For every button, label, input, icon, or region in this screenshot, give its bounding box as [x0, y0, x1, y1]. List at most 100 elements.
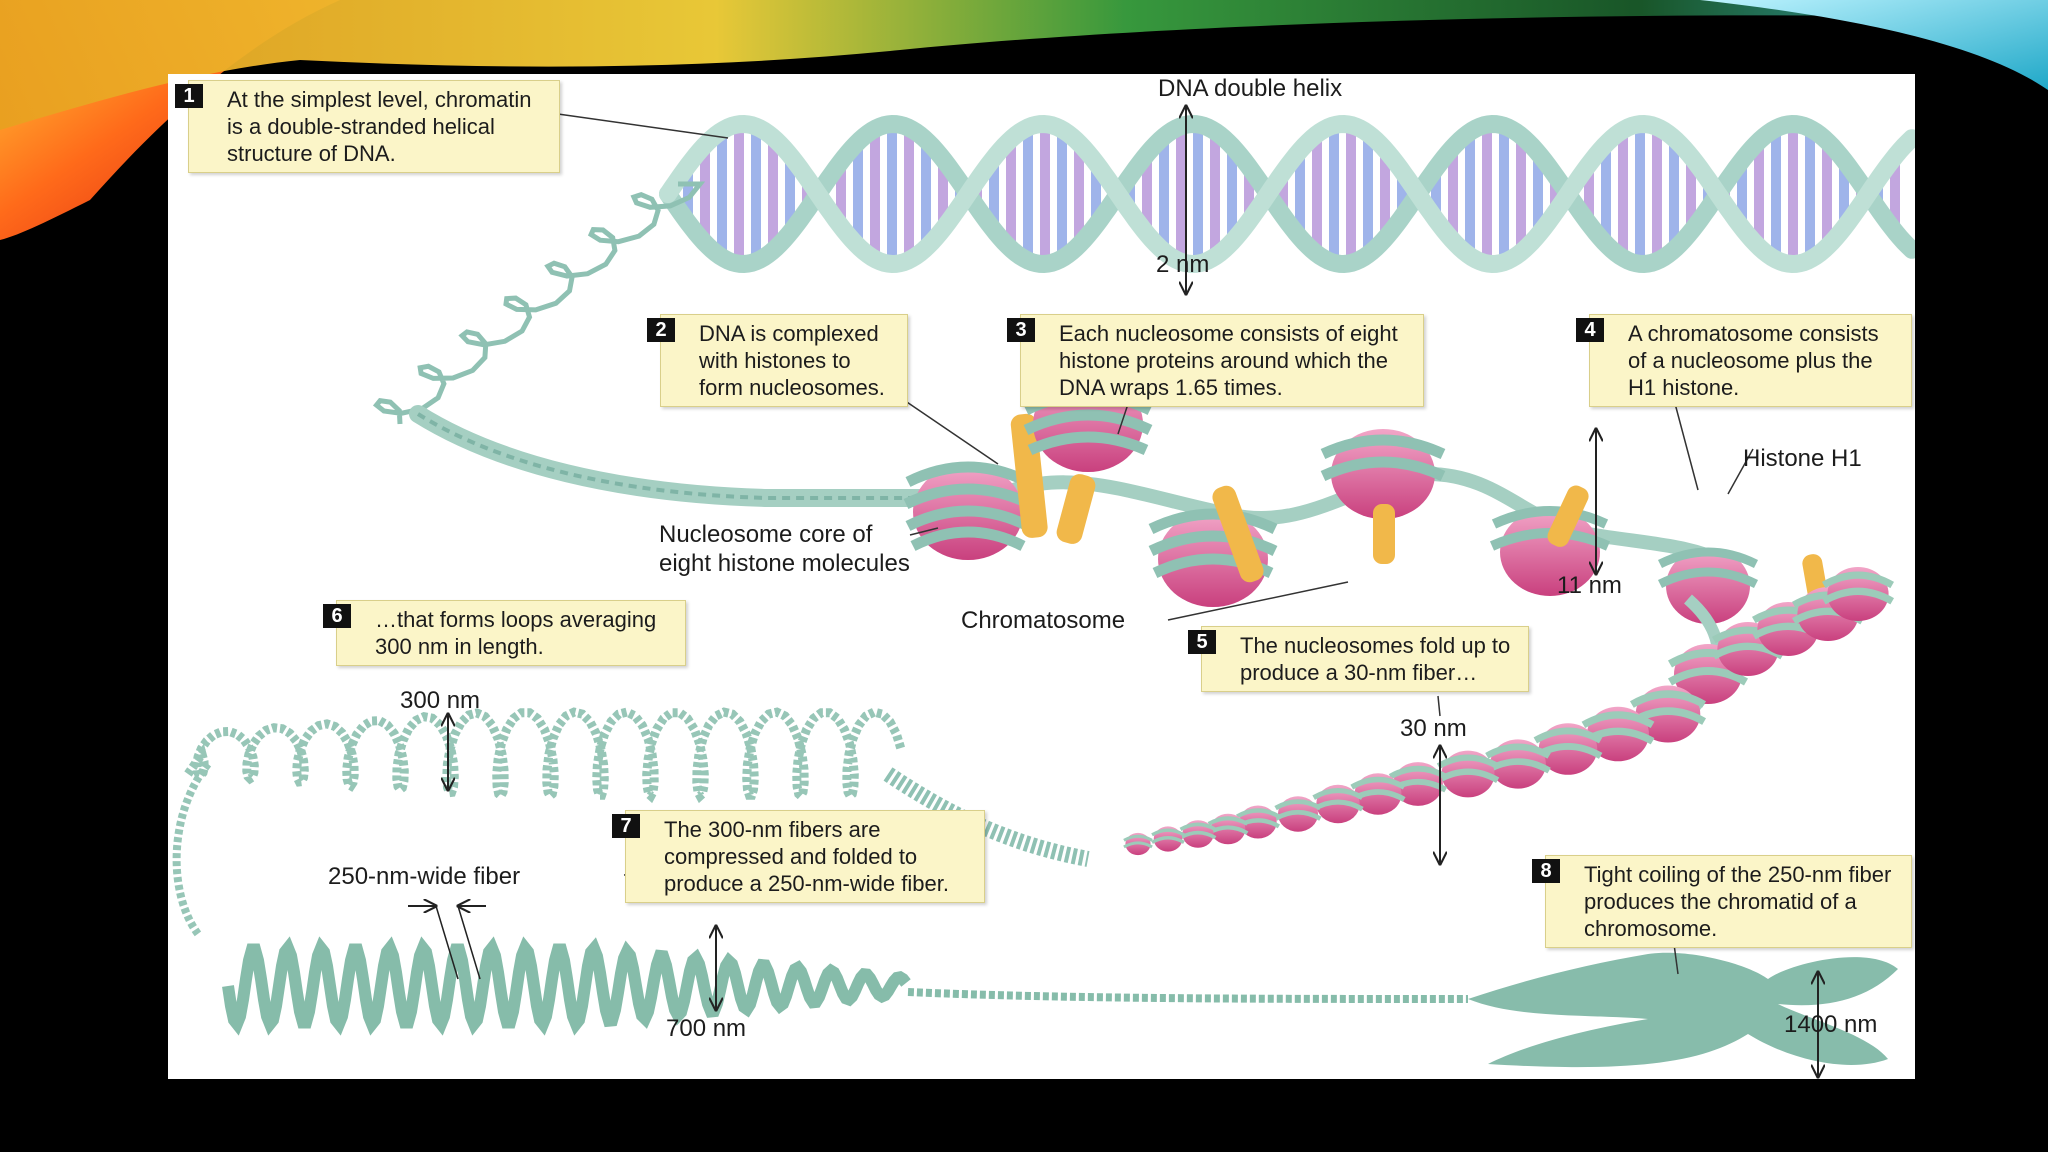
base-pair	[904, 127, 914, 261]
callout-3: 3 Each nucleosome consists of eight hist…	[1007, 314, 1424, 407]
callout-text: Tight coiling of the 250-nm fiber produc…	[1584, 862, 1892, 941]
base-pair	[921, 140, 931, 248]
dim-250nm	[408, 906, 486, 980]
base-pair	[1465, 131, 1475, 257]
callout-number: 1	[175, 84, 203, 108]
base-pair	[1312, 134, 1322, 254]
base-pair	[938, 159, 948, 229]
base-pair	[1822, 141, 1832, 247]
callout-1: 1 At the simplest level, chromatin is a …	[175, 80, 560, 173]
callout-number: 3	[1007, 318, 1035, 342]
callout-4: 4 A chromatosome consists of a nucleosom…	[1576, 314, 1912, 407]
callout-text: The 300-nm fibers are compressed and fol…	[664, 817, 949, 896]
top-swoosh	[0, 0, 2048, 130]
callout-text: At the simplest level, chromatin is a do…	[227, 87, 532, 166]
fiber-nucleosome	[1821, 567, 1895, 621]
label-nucleosome-core-2: eight histone molecules	[659, 550, 910, 577]
base-pair	[785, 155, 795, 233]
histone-h1	[1547, 485, 1589, 547]
base-pair	[1754, 141, 1764, 247]
base-pair	[751, 126, 761, 262]
base-pair	[1890, 156, 1900, 232]
base-pair	[870, 128, 880, 260]
chromatin-illustration	[172, 74, 1915, 1079]
nucleosome	[903, 461, 1033, 560]
base-pair	[1278, 172, 1288, 216]
base-pair	[1669, 138, 1679, 250]
base-pair	[1040, 124, 1050, 264]
linker-fiber	[409, 405, 977, 507]
histone-h1	[1212, 485, 1264, 583]
label-histone-h1: Histone H1	[1743, 445, 1862, 472]
label-dna-double-helix: DNA double helix	[1158, 75, 1343, 102]
base-pair	[1091, 162, 1101, 226]
base-pair	[1601, 143, 1611, 245]
base-pair	[1652, 126, 1662, 262]
diagram-panel: 1 At the simplest level, chromatin is a …	[168, 74, 1915, 1079]
callout-7: 7 The 300-nm fibers are compressed and f…	[612, 810, 985, 903]
base-pair	[1448, 147, 1458, 241]
fiber-nucleosome	[1274, 796, 1322, 832]
callout-text: …that forms loops averaging 300 nm in le…	[375, 607, 657, 659]
label-1400nm: 1400 nm	[1784, 1011, 1878, 1038]
callout-number: 7	[612, 814, 640, 838]
base-pair	[1805, 128, 1815, 260]
coiled-fiber-700nm	[222, 936, 911, 1036]
callout-number: 5	[1188, 630, 1216, 654]
fiber-nucleosome	[1581, 706, 1655, 762]
callout-8: 8 Tight coiling of the 250-nm fiber prod…	[1532, 855, 1912, 948]
nucleosome	[1320, 429, 1446, 519]
callout-text: DNA is complexed with histones to form n…	[699, 321, 885, 400]
label-250nm-fiber: 250-nm-wide fiber	[328, 863, 521, 890]
label-300nm: 300 nm	[400, 687, 481, 714]
thin-fiber-to-chromatid	[907, 988, 1469, 1003]
base-pair	[1618, 130, 1628, 258]
callout-number: 6	[323, 604, 351, 628]
callout-text: Each nucleosome consists of eight histon…	[1059, 321, 1398, 400]
fiber-nucleosome	[1151, 826, 1185, 852]
base-pair	[1839, 160, 1849, 228]
base-pair	[1516, 135, 1526, 253]
base-pair	[1125, 176, 1135, 212]
callout-text: A chromatosome consists of a nucleosome …	[1628, 321, 1879, 400]
label-nucleosome-core-1: Nucleosome core of	[659, 521, 873, 548]
looped-fiber-300nm	[184, 707, 906, 804]
base-pair	[1227, 146, 1237, 242]
base-pair	[1159, 136, 1169, 252]
base-pair	[1550, 175, 1560, 213]
base-pair	[1397, 170, 1407, 218]
nucleosome-row	[903, 376, 1830, 624]
chromatid	[1468, 952, 1898, 1068]
base-pair	[1431, 168, 1441, 220]
base-pair	[989, 157, 999, 231]
linker-fiber-texture	[416, 412, 968, 500]
leader-lines	[557, 113, 1754, 975]
base-pair	[1193, 124, 1203, 264]
base-pair	[1363, 133, 1373, 255]
base-pair	[1074, 142, 1084, 246]
callout-number: 2	[647, 318, 675, 342]
supercoil-segment	[372, 181, 706, 425]
dna-strand	[659, 114, 1915, 274]
histone-h1	[1056, 474, 1096, 544]
callout-2: 2 DNA is complexed with histones to form…	[647, 314, 908, 407]
fiber-nucleosome	[1123, 832, 1153, 856]
label-11nm: 11 nm	[1557, 572, 1622, 599]
base-pair	[853, 141, 863, 247]
base-pair	[1482, 124, 1492, 264]
nucleosome-fiber-30nm	[1123, 567, 1895, 856]
callout-6: 6 …that forms loops averaging 300 nm in …	[323, 600, 686, 666]
base-pair	[1584, 164, 1594, 224]
base-pair	[1771, 128, 1781, 260]
base-pair	[1142, 154, 1152, 234]
base-pair	[802, 178, 812, 210]
histone-h1	[1373, 504, 1395, 564]
base-pair	[1006, 139, 1016, 249]
base-pair	[1499, 125, 1509, 263]
left-return-coil	[172, 761, 212, 937]
callout-text: The nucleosomes fold up to produce a 30-…	[1240, 633, 1511, 685]
base-pair	[1057, 129, 1067, 259]
base-pair	[1380, 149, 1390, 239]
base-pair	[717, 130, 727, 258]
